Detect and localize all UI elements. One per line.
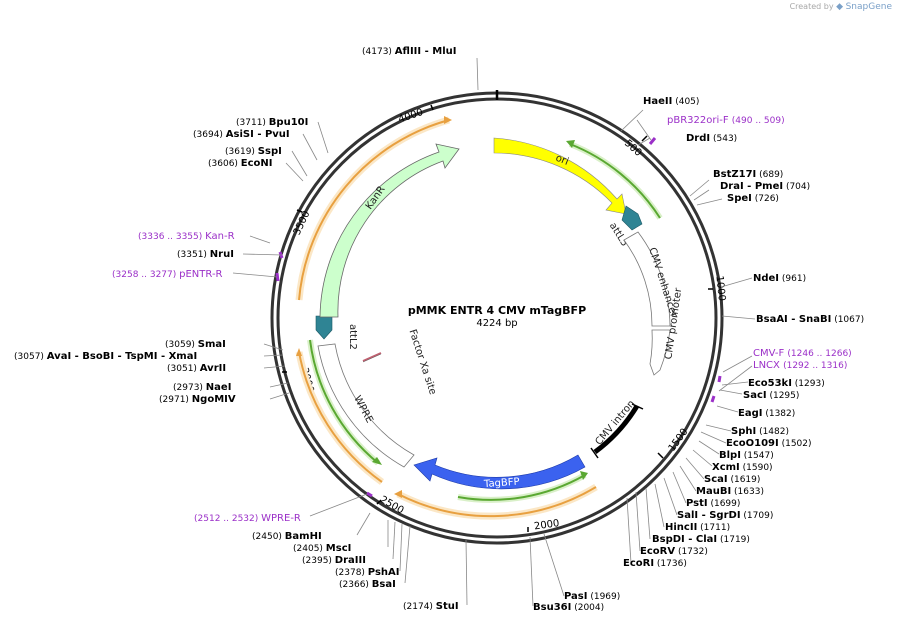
- wpre-green-arc: [309, 339, 379, 464]
- enzyme-label-ecoo109i[interactable]: EcoO109I (1502): [726, 438, 812, 449]
- enzyme-label-pasi[interactable]: PasI (1969): [564, 591, 620, 602]
- orf-kanr-line: [298, 119, 450, 301]
- enzyme-label-bsaai[interactable]: BsaAI - SnaBI (1067): [756, 314, 864, 325]
- orf-kanr-arrowhead: [444, 116, 452, 124]
- feature-ori[interactable]: [493, 137, 627, 215]
- enzyme-label-sali[interactable]: SalI - SgrDI (1709): [677, 510, 773, 521]
- enzyme-label-naei[interactable]: (2973) NaeI: [173, 382, 231, 393]
- feature-attl5[interactable]: [621, 205, 643, 231]
- tick-label-500: 500: [622, 138, 644, 159]
- tagbfp-green-arc: [457, 474, 586, 501]
- brand-credit: Created by ◆ SnapGene: [790, 2, 892, 12]
- enzyme-label-nrui[interactable]: (3351) NruI: [177, 249, 234, 260]
- tick-3500: 3500: [292, 209, 313, 237]
- enzyme-label-draiii[interactable]: (2395) DraIII: [302, 555, 366, 566]
- primer-label-wpre-r[interactable]: (2512 .. 2532) WPRE-R: [194, 513, 301, 524]
- primer-label-pentr-r[interactable]: (3258 .. 3277) pENTR-R: [112, 269, 223, 280]
- feature-wpre[interactable]: [317, 343, 415, 468]
- feature-tagbfp[interactable]: [413, 454, 586, 490]
- feature-cmv-promoter[interactable]: [649, 329, 671, 376]
- primer-mark-wpre-r: [366, 491, 373, 498]
- primer-mark-cmv-f: [717, 375, 722, 383]
- enzyme-label-saci[interactable]: SacI (1295): [743, 390, 799, 401]
- green-arcs: [307, 140, 663, 503]
- tick-label-2000: 2000: [533, 518, 560, 532]
- enzyme-label-asisi[interactable]: (3694) AsiSI - PvuI: [193, 129, 290, 140]
- feature-attl2[interactable]: [315, 315, 333, 340]
- primer-mark-pbr322ori-f: [648, 137, 657, 145]
- enzyme-label-pshai[interactable]: (2378) PshAI: [335, 567, 399, 578]
- tick-label-3500: 3500: [292, 209, 313, 237]
- feature-cmv-intron-label: CMV intron: [594, 398, 638, 447]
- orf-arcs: [295, 116, 598, 520]
- enzyme-label-eco53ki[interactable]: Eco53kI (1293): [748, 378, 825, 389]
- enzyme-label-blpi[interactable]: BlpI (1547): [719, 450, 774, 461]
- primer-mark-pentr-r: [275, 272, 280, 282]
- created-by-text: Created by: [789, 2, 834, 11]
- snapgene-logo-icon: ◆: [836, 2, 844, 12]
- leader-lines: [232, 57, 756, 607]
- enzyme-label-drai[interactable]: DraI - PmeI (704): [720, 181, 810, 192]
- enzyme-label-avai[interactable]: (3057) AvaI - BsoBI - TspMI - XmaI: [14, 351, 197, 362]
- feature-tagbfp-label: TagBFP: [483, 477, 520, 491]
- tick-1000: 1000: [708, 275, 727, 302]
- brand-name: SnapGene: [845, 2, 892, 12]
- enzyme-label-psti[interactable]: PstI (1699): [686, 498, 740, 509]
- primer-label-lncx[interactable]: LNCX (1292 .. 1316): [753, 360, 847, 371]
- enzyme-label-sphi[interactable]: SphI (1482): [731, 426, 789, 437]
- primer-mark-lncx: [710, 395, 716, 403]
- feature-kanr[interactable]: [319, 143, 460, 318]
- feature-ori-label: ori: [554, 153, 570, 168]
- orf-wpre-line: [298, 351, 383, 483]
- enzyme-label-ndei[interactable]: NdeI (961): [753, 273, 806, 284]
- enzyme-label-bstz17i[interactable]: BstZ17I (689): [713, 169, 783, 180]
- enzyme-label-bamhi[interactable]: (2450) BamHI: [252, 531, 322, 542]
- enzyme-label-xcmi[interactable]: XcmI (1590): [712, 462, 773, 473]
- enzyme-label-msci[interactable]: (2405) MscI: [293, 543, 351, 554]
- feature-attl2-label: attL2: [347, 324, 358, 350]
- map-title: pMMK ENTR 4 CMV mTagBFP 4224 bp: [408, 304, 586, 329]
- feature-factor-xa[interactable]: [362, 352, 382, 362]
- tick-label-4000: 4000: [397, 107, 425, 125]
- feature-factor-xa-label: Factor Xa site: [406, 328, 437, 396]
- tick-label-1000: 1000: [713, 275, 727, 301]
- enzyme-label-maubi[interactable]: MauBI (1633): [696, 486, 764, 497]
- feature-attl5-label: attL5: [607, 221, 630, 249]
- ori-green-arc: [569, 143, 661, 219]
- enzyme-label-bsu36i[interactable]: Bsu36I (2004): [533, 602, 604, 613]
- primer-label-kan-r[interactable]: (3336 .. 3355) Kan-R: [138, 231, 235, 242]
- feature-cmv-intron[interactable]: [593, 404, 640, 455]
- primer-labels: pBR322ori-F (490 .. 509) CMV-F (1246 .. 1…: [112, 115, 852, 524]
- enzyme-label-afliii[interactable]: (4173) AflIII - MluI: [362, 46, 456, 57]
- enzyme-label-avrii[interactable]: (3051) AvrII: [167, 363, 226, 374]
- primer-label-pbr322ori-f[interactable]: pBR322ori-F (490 .. 509): [667, 115, 785, 126]
- enzyme-label-smai[interactable]: (3059) SmaI: [165, 339, 226, 350]
- orf-tagbfp-arrowhead: [394, 490, 402, 498]
- enzyme-label-hincii[interactable]: HincII (1711): [665, 522, 730, 533]
- enzyme-label-scai[interactable]: ScaI (1619): [704, 474, 760, 485]
- enzyme-label-econi[interactable]: (3606) EcoNI: [208, 158, 273, 169]
- tick-2000: 2000: [527, 518, 560, 532]
- feature-cmv-enhancer[interactable]: [623, 231, 671, 327]
- enzyme-label-stui[interactable]: (2174) StuI: [403, 601, 459, 612]
- enzyme-label-eagi[interactable]: EagI (1382): [738, 408, 795, 419]
- primer-label-cmv-f[interactable]: CMV-F (1246 .. 1266): [753, 348, 852, 359]
- orf-tagbfp-line: [397, 486, 597, 518]
- enzyme-label-bsai[interactable]: (2366) BsaI: [339, 579, 396, 590]
- orf-wpre-arrowhead: [296, 348, 302, 356]
- enzyme-label-ecori[interactable]: EcoRI (1736): [623, 558, 687, 569]
- enzyme-label-spei[interactable]: SpeI (726): [727, 193, 779, 204]
- enzyme-label-bpu10i[interactable]: (3711) Bpu10I: [236, 117, 308, 128]
- enzyme-label-sspi[interactable]: (3619) SspI: [225, 146, 282, 157]
- plasmid-name: pMMK ENTR 4 CMV mTagBFP: [408, 304, 586, 317]
- enzyme-label-bspdi[interactable]: BspDI - ClaI (1719): [652, 534, 750, 545]
- plasmid-length: 4224 bp: [476, 318, 517, 329]
- enzyme-label-haeii[interactable]: HaeII (405): [643, 96, 699, 107]
- enzyme-label-drdi[interactable]: DrdI (543): [686, 133, 737, 144]
- enzyme-label-ecorv[interactable]: EcoRV (1732): [640, 546, 708, 557]
- enzyme-label-ngomiv[interactable]: (2971) NgoMIV: [159, 394, 236, 405]
- enzyme-labels: (4173) AflIII - MluI HaeII (405) DrdI (543…: [14, 46, 864, 613]
